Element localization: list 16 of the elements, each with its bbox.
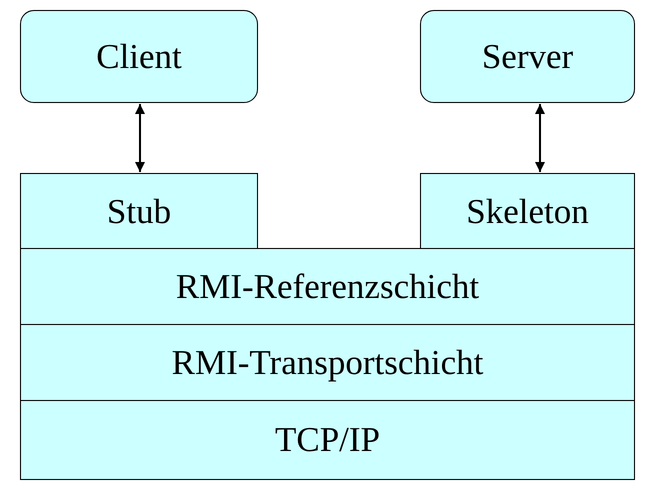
node-label: RMI-Transportschicht [172, 343, 484, 383]
layer-box [20, 324, 635, 402]
node-label: Stub [106, 192, 172, 232]
component-box [420, 10, 635, 103]
layer-box [420, 173, 635, 250]
node-label: RMI-Referenzschicht [176, 267, 480, 307]
layer-box [20, 400, 635, 480]
double-arrow [135, 104, 145, 172]
node-label: Server [482, 36, 574, 76]
layer-box [20, 248, 635, 326]
node-label: TCP/IP [274, 420, 380, 460]
double-arrow [535, 104, 545, 172]
component-box [20, 10, 258, 103]
node-label: Skeleton [466, 192, 589, 232]
layer-box [20, 173, 258, 250]
node-label: Client [96, 36, 182, 76]
